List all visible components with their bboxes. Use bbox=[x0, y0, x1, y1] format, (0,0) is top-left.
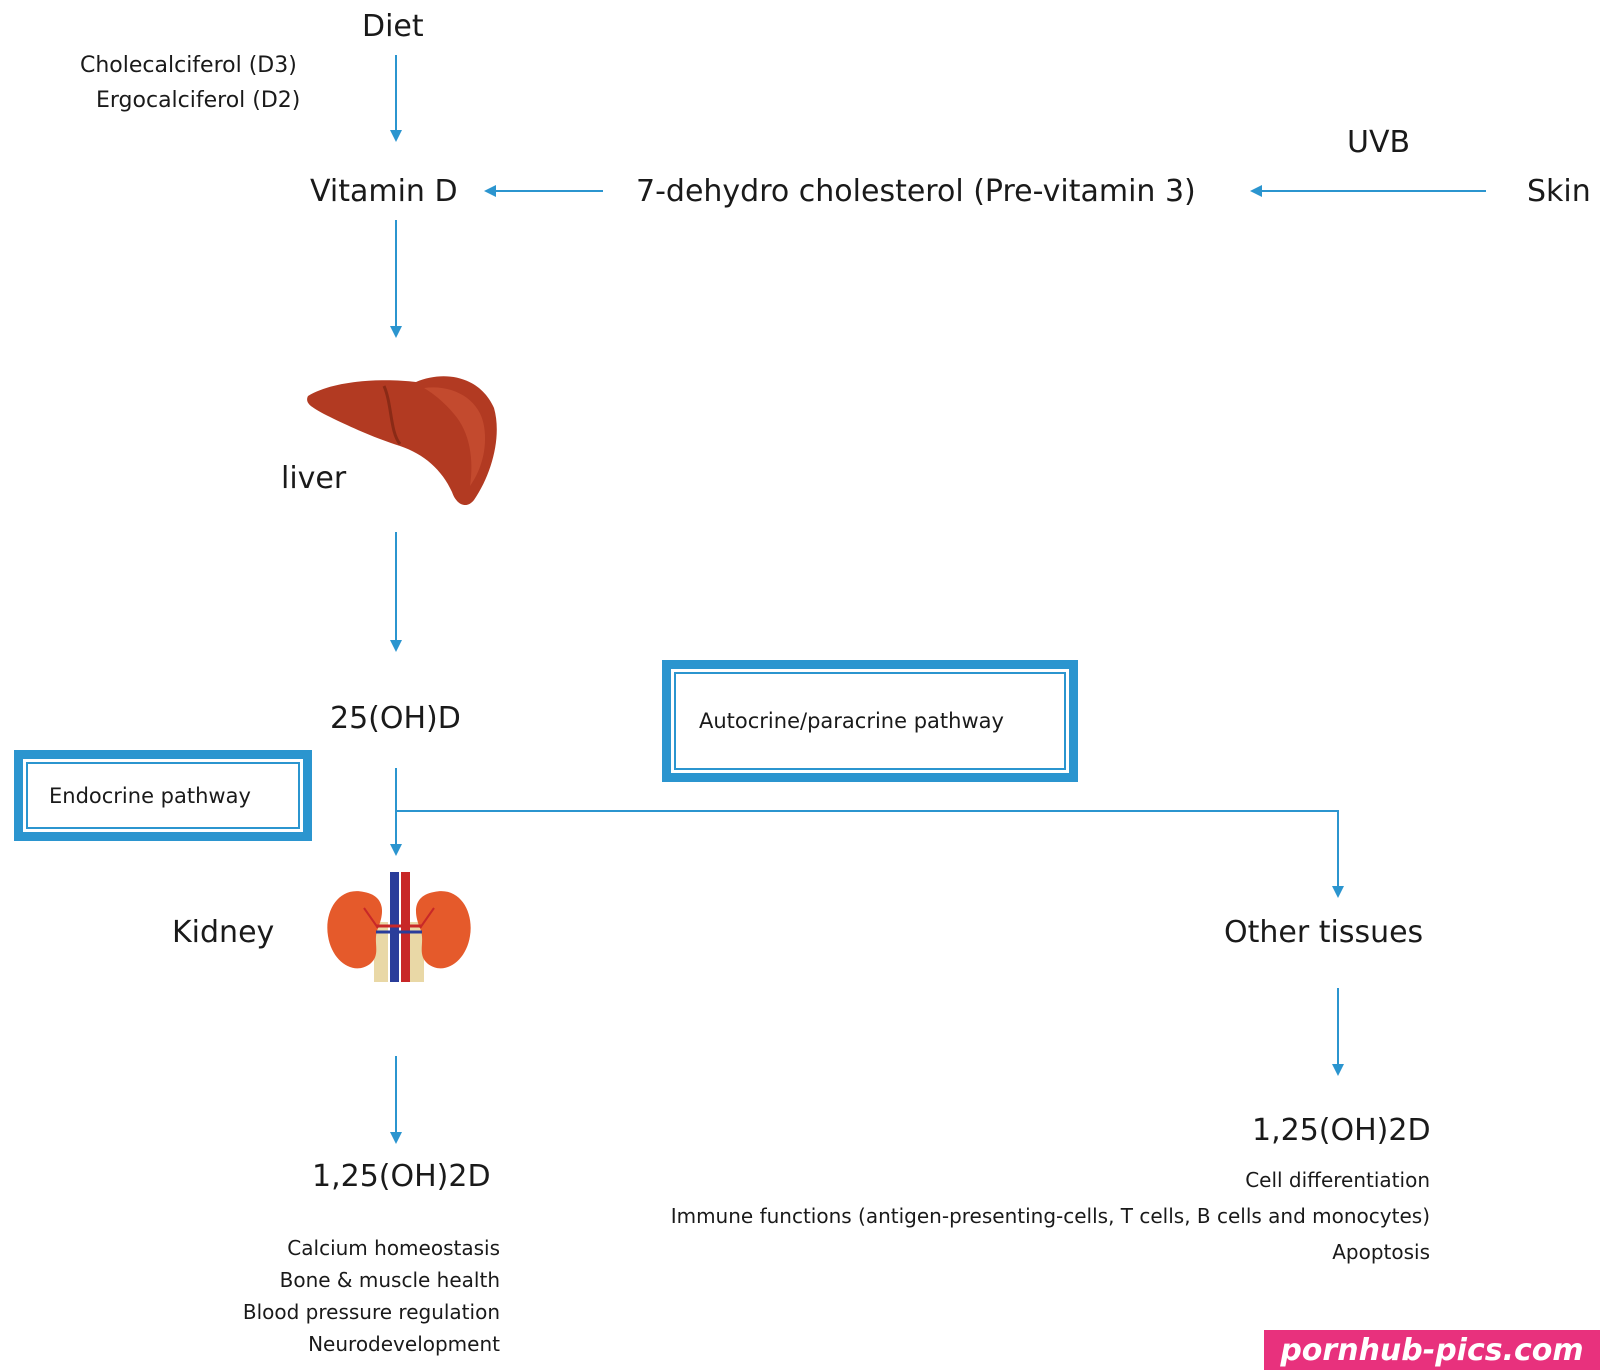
diet-label: Diet bbox=[362, 9, 424, 44]
watermark-banner: pornhub-pics.com bbox=[1264, 1330, 1600, 1370]
kidney-label: Kidney bbox=[172, 915, 275, 950]
endocrine-pathway-box: Endocrine pathway bbox=[14, 750, 312, 841]
kidney-effects-list: Calcium homeostasis Bone & muscle health… bbox=[190, 1238, 500, 1354]
cholecalciferol-label: Cholecalciferol (D3) bbox=[80, 53, 297, 78]
endocrine-pathway-label: Endocrine pathway bbox=[49, 783, 251, 808]
autocrine-pathway-label: Autocrine/paracrine pathway bbox=[699, 709, 1004, 733]
vitamin-d-label: Vitamin D bbox=[310, 174, 458, 209]
precursor-label: 7-dehydro cholesterol (Pre-vitamin 3) bbox=[636, 174, 1196, 209]
calcitriol-left-label: 1,25(OH)2D bbox=[312, 1159, 491, 1194]
hydroxy-label: 25(OH)D bbox=[330, 701, 461, 736]
liver-label: liver bbox=[281, 461, 347, 496]
uvb-label: UVB bbox=[1347, 125, 1411, 160]
autocrine-pathway-box: Autocrine/paracrine pathway bbox=[662, 660, 1078, 782]
kidney-effect-item: Bone & muscle health bbox=[279, 1268, 500, 1292]
ergocalciferol-label: Ergocalciferol (D2) bbox=[96, 88, 301, 113]
tissue-effect-item: Cell differentiation bbox=[1245, 1168, 1430, 1192]
liver-icon bbox=[307, 376, 497, 506]
kidney-effect-item: Calcium homeostasis bbox=[287, 1236, 500, 1260]
kidney-effect-item: Blood pressure regulation bbox=[242, 1300, 500, 1324]
kidney-effect-item: Neurodevelopment bbox=[308, 1332, 500, 1356]
skin-label: Skin bbox=[1527, 174, 1591, 209]
calcitriol-right-label: 1,25(OH)2D bbox=[1252, 1113, 1431, 1148]
arrow-hydroxy-to-other-tissues bbox=[396, 810, 1344, 898]
tissue-effect-item: Immune functions (antigen-presenting-cel… bbox=[670, 1204, 1430, 1228]
tissue-effect-item: Apoptosis bbox=[1332, 1240, 1430, 1264]
other-tissues-label: Other tissues bbox=[1224, 915, 1424, 950]
kidney-icon bbox=[327, 872, 471, 982]
tissue-effects-list: Cell differentiation Immune functions (a… bbox=[640, 1170, 1430, 1262]
